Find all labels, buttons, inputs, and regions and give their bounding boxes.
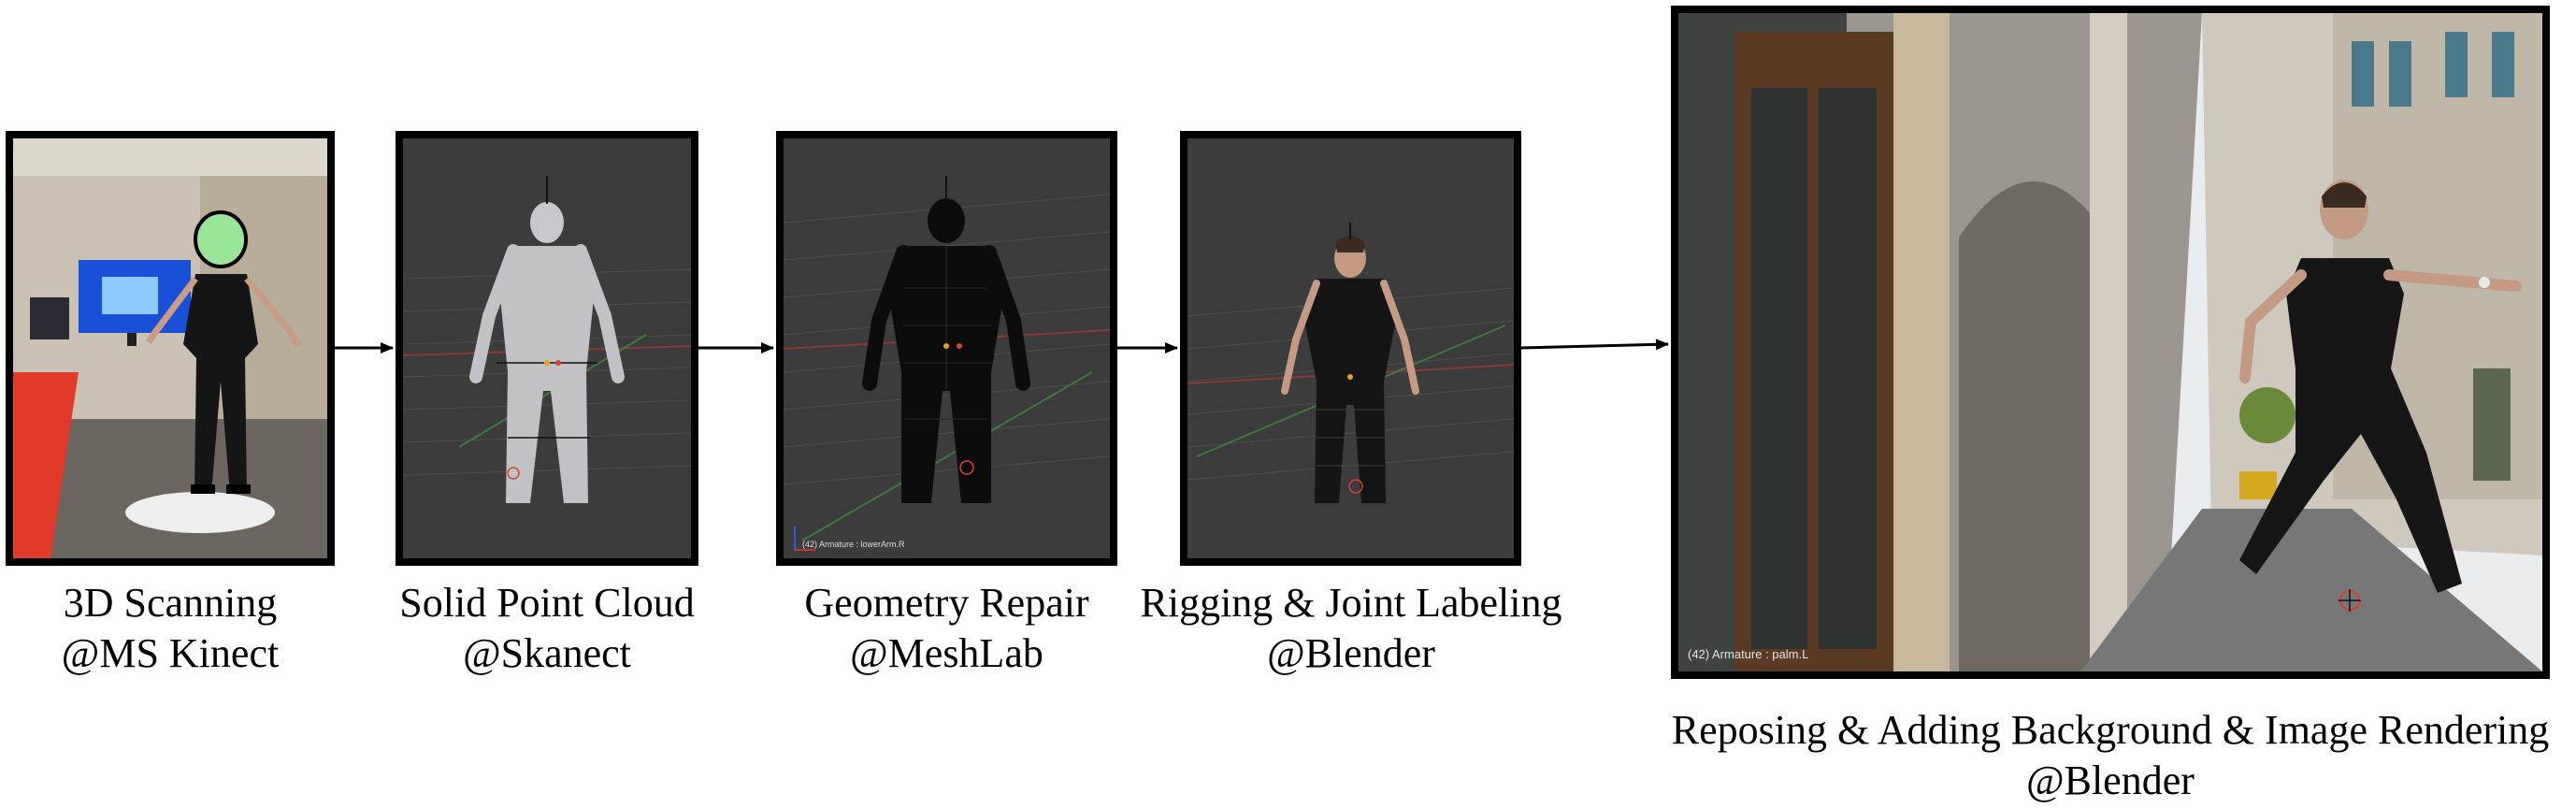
mesh-body bbox=[499, 246, 595, 503]
render-panel: (42) Armature : palm.L bbox=[1671, 6, 2550, 679]
scanning-photo-panel bbox=[6, 131, 335, 566]
meshlab-viewport-panel: (42) Armature : lowerArm.R bbox=[776, 131, 1117, 566]
caption-step-1: 3D Scanning @MS Kinect bbox=[4, 578, 337, 679]
caption-step-5: Reposing & Adding Background & Image Ren… bbox=[1648, 705, 2573, 806]
step-4-tool: @Blender bbox=[1267, 630, 1435, 676]
face-mask-icon bbox=[194, 210, 248, 268]
cobblestone-street bbox=[2080, 509, 2542, 671]
step-5-title: Reposing & Adding Background & Image Ren… bbox=[1671, 707, 2550, 753]
step-3-title: Geometry Repair bbox=[804, 580, 1089, 626]
step-2-tool: @Skanect bbox=[463, 630, 631, 676]
meshlab-viewport: (42) Armature : lowerArm.R bbox=[784, 138, 1110, 558]
step-1-tool: @MS Kinect bbox=[61, 630, 280, 676]
step-4-title: Rigging & Joint Labeling bbox=[1140, 580, 1562, 626]
caption-step-4: Rigging & Joint Labeling @Blender bbox=[1122, 578, 1580, 679]
arrow-rigging-to-render bbox=[1520, 339, 1669, 351]
meshlab-status-label: (42) Armature : lowerArm.R bbox=[802, 540, 905, 549]
scanning-photo bbox=[13, 138, 327, 558]
step-2-title: Solid Point Cloud bbox=[399, 580, 695, 626]
wire-head bbox=[928, 198, 965, 243]
skanect-viewport-panel bbox=[396, 131, 698, 566]
rendered-body bbox=[2239, 258, 2462, 593]
skanect-viewport bbox=[403, 138, 691, 558]
step-5-tool: @Blender bbox=[2026, 758, 2195, 803]
step-3-tool: @MeshLab bbox=[850, 630, 1043, 676]
caption-step-2: Solid Point Cloud @Skanect bbox=[379, 578, 715, 679]
red-desk bbox=[13, 372, 79, 558]
turntable bbox=[125, 492, 275, 533]
rigged-body bbox=[1305, 279, 1395, 503]
scanned-person bbox=[183, 274, 258, 494]
render-status-label: (42) Armature : palm.L bbox=[1688, 647, 1808, 661]
step-1-title: 3D Scanning bbox=[63, 580, 278, 626]
render-image: (42) Armature : palm.L bbox=[1678, 13, 2542, 671]
rigging-viewport bbox=[1187, 138, 1514, 558]
rigging-viewport-panel bbox=[1180, 131, 1521, 566]
caption-step-3: Geometry Repair @MeshLab bbox=[776, 578, 1117, 679]
mesh-head bbox=[530, 202, 564, 243]
stone-arch bbox=[1959, 181, 2108, 671]
yellow-van bbox=[2239, 471, 2277, 499]
